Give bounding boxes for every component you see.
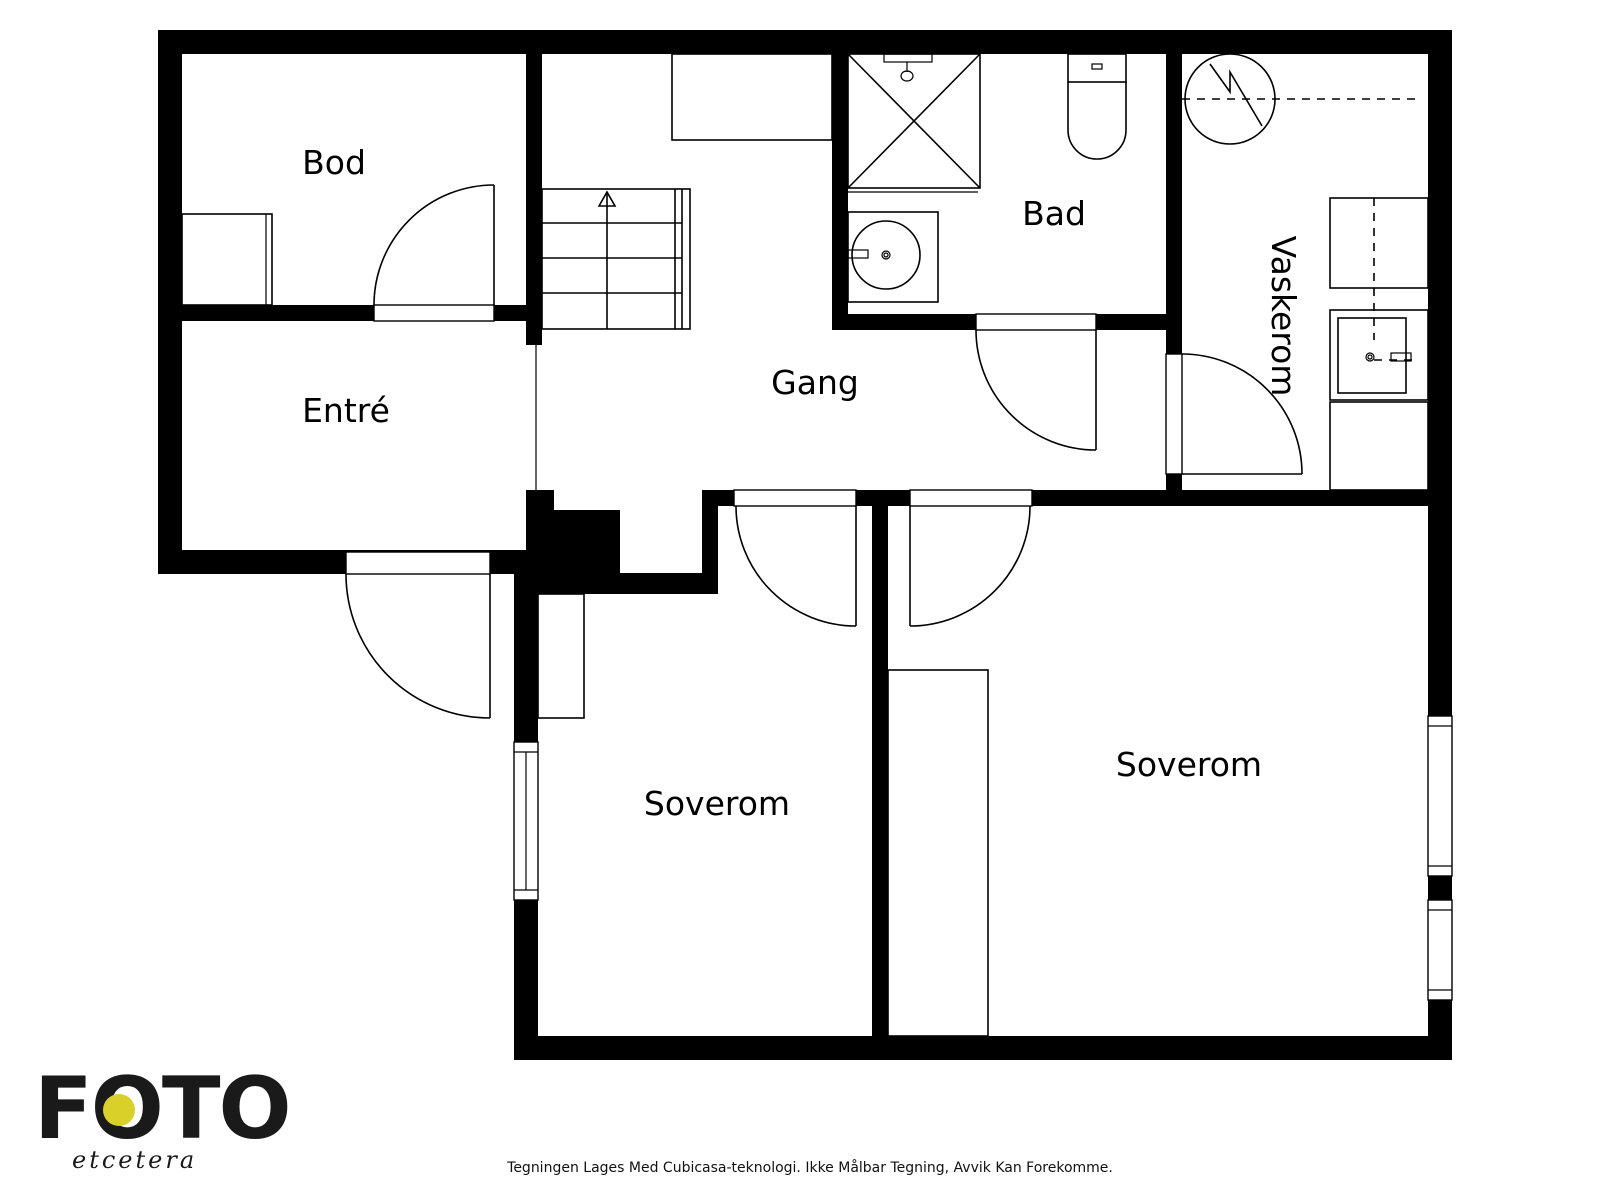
walls bbox=[158, 30, 1452, 1060]
logo-accent-dot bbox=[103, 1094, 135, 1126]
toilet-icon bbox=[1067, 53, 1127, 160]
wardrobe-icon bbox=[671, 53, 833, 141]
logo-tagline: etcetera bbox=[72, 1146, 197, 1174]
logo: FOTO etcetera bbox=[34, 1059, 292, 1174]
window-icon bbox=[1427, 899, 1453, 1001]
door-swing-icon bbox=[975, 329, 1097, 451]
room-label-soverom-right: Soverom bbox=[1116, 745, 1262, 784]
window-icon bbox=[513, 741, 539, 901]
door-swing-icon bbox=[735, 505, 857, 627]
door-swing-icon bbox=[373, 184, 495, 306]
washer-icon bbox=[1329, 197, 1429, 340]
room-label-entre: Entré bbox=[302, 391, 390, 430]
sink-icon bbox=[1329, 309, 1429, 401]
door-swing-icon bbox=[345, 573, 491, 719]
cabinet-icon bbox=[1329, 401, 1429, 491]
stair-arrow-icon bbox=[541, 188, 691, 330]
sink-icon bbox=[847, 211, 939, 303]
water-heater-icon bbox=[1182, 53, 1416, 145]
openings bbox=[345, 304, 1453, 1001]
shelf-icon bbox=[181, 213, 273, 306]
door-swing-icon bbox=[1181, 353, 1303, 475]
door-swing-icon bbox=[909, 505, 1031, 627]
room-labels: Bod Entré Gang Bad Vaskerom Soverom Sove… bbox=[302, 143, 1303, 823]
shelf-icon bbox=[537, 593, 585, 719]
window-icon bbox=[1427, 715, 1453, 877]
footer-disclaimer: Tegningen Lages Med Cubicasa-teknologi. … bbox=[507, 1160, 1113, 1176]
fixtures bbox=[181, 53, 1429, 1037]
room-label-bod: Bod bbox=[302, 143, 366, 182]
room-label-bad: Bad bbox=[1022, 194, 1086, 233]
room-label-gang: Gang bbox=[771, 363, 859, 402]
room-label-soverom-left: Soverom bbox=[644, 784, 790, 823]
room-label-vaskerom: Vaskerom bbox=[1264, 236, 1303, 397]
wardrobe-icon bbox=[887, 669, 989, 1037]
door-swings bbox=[345, 184, 1303, 719]
logo-brand: FOTO bbox=[34, 1059, 290, 1159]
shower-icon bbox=[847, 53, 981, 193]
